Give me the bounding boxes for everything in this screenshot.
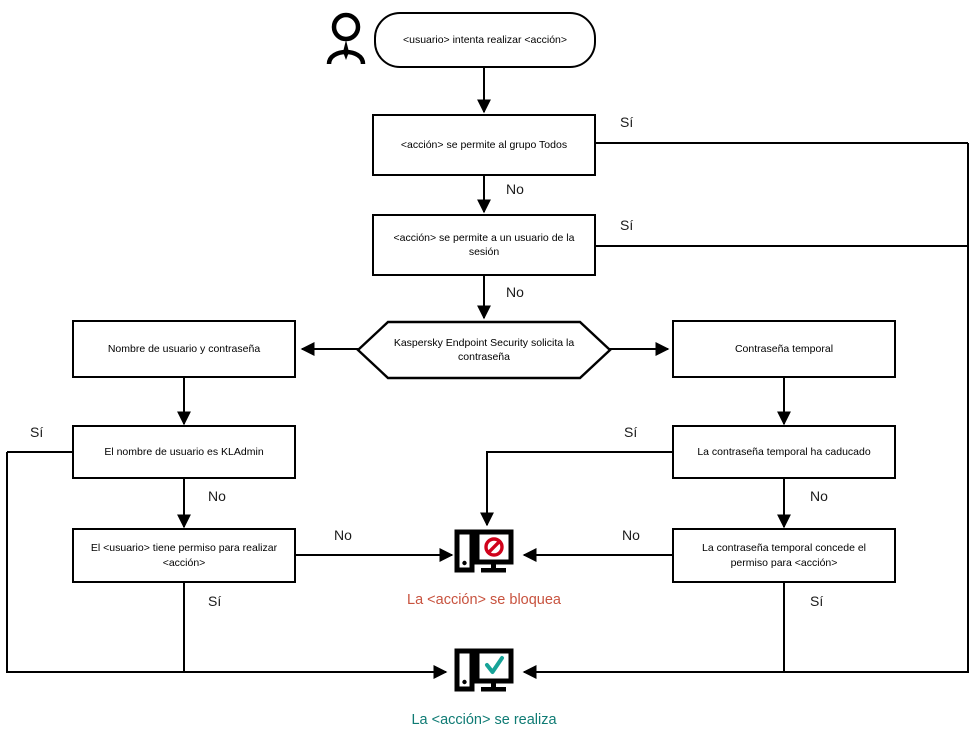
node-has-permission-label: El <usuario> tiene permiso para realizar…: [90, 542, 278, 569]
node-start[interactable]: <usuario> intenta realizar <acción>: [374, 12, 596, 68]
monitor-blocked-icon: [454, 526, 514, 582]
user-actor-icon: [324, 12, 368, 68]
edge-label-no-allow-session: No: [506, 284, 524, 300]
edge-label-yes-allow-session: Sí: [620, 217, 634, 233]
node-allow-session-user[interactable]: <acción> se permite a un usuario de la s…: [372, 214, 596, 276]
edge-label-no-is-kladmin: No: [208, 488, 226, 504]
node-temp-grants[interactable]: La contraseña temporal concede el permis…: [672, 528, 896, 583]
node-username-password-label: Nombre de usuario y contraseña: [107, 342, 261, 355]
node-is-kladmin[interactable]: El nombre de usuario es KLAdmin: [72, 425, 296, 479]
node-temp-expired[interactable]: La contraseña temporal ha caducado: [672, 425, 896, 479]
node-temporary-password-label: Contraseña temporal: [734, 342, 834, 355]
result-blocked-label: La <acción> se bloquea: [407, 592, 561, 608]
node-temp-grants-label: La contraseña temporal concede el permis…: [701, 542, 867, 569]
edge-label-no-temp-expired: No: [810, 488, 828, 504]
edge-label-yes-allow-everyone: Sí: [620, 114, 634, 130]
edge-label-yes-is-kladmin: Sí: [30, 424, 44, 440]
node-request-password[interactable]: Kaspersky Endpoint Security solicita la …: [356, 320, 612, 380]
edge-label-yes-has-permission: Sí: [208, 593, 222, 609]
node-username-password[interactable]: Nombre de usuario y contraseña: [72, 320, 296, 378]
node-allow-session-user-label: <acción> se permite a un usuario de la s…: [393, 231, 575, 258]
edge-label-no-allow-everyone: No: [506, 181, 524, 197]
edge-expired-yes: [480, 451, 672, 527]
node-is-kladmin-label: El nombre de usuario es KLAdmin: [104, 445, 264, 458]
edge-label-no-has-permission: No: [334, 527, 352, 543]
monitor-check-icon: [454, 648, 514, 700]
node-allow-everyone[interactable]: <acción> se permite al grupo Todos: [372, 114, 596, 176]
result-allowed-label: La <acción> se realiza: [411, 712, 557, 728]
node-request-password-label: Kaspersky Endpoint Security solicita la …: [393, 336, 575, 363]
node-temp-expired-label: La contraseña temporal ha caducado: [697, 445, 871, 458]
edge-label-no-temp-grants: No: [622, 527, 640, 543]
node-has-permission[interactable]: El <usuario> tiene permiso para realizar…: [72, 528, 296, 583]
edge-label-yes-temp-expired: Sí: [624, 424, 638, 440]
node-allow-everyone-label: <acción> se permite al grupo Todos: [400, 138, 568, 151]
edge-label-yes-temp-grants: Sí: [810, 593, 824, 609]
node-temporary-password[interactable]: Contraseña temporal: [672, 320, 896, 378]
node-start-label: <usuario> intenta realizar <acción>: [402, 34, 568, 46]
